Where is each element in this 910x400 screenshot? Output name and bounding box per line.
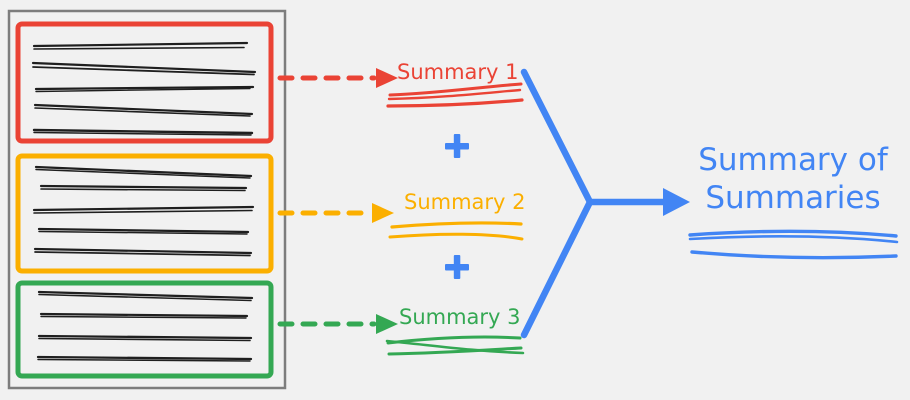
plus-icon-2 (445, 255, 469, 279)
summary-1-label: Summary 1 (397, 60, 519, 84)
plus-icon-1 (445, 134, 469, 158)
arrow-section-red-to-summary-1 (277, 68, 398, 88)
source-document-frame (7, 9, 287, 390)
summary-2-label: Summary 2 (404, 190, 526, 214)
summary-1-underlines (386, 82, 524, 108)
merge-arrow (520, 68, 690, 339)
scribble-lines-green (36, 290, 254, 362)
arrow-section-green-to-summary-3 (277, 314, 398, 334)
arrow-section-orange-to-summary-2 (277, 203, 394, 223)
document-section-green[interactable] (15, 280, 274, 379)
scribble-lines-red (31, 41, 257, 136)
document-section-red[interactable] (15, 21, 274, 144)
summary-2-underlines (388, 221, 524, 241)
final-output-underlines (688, 229, 899, 260)
summary-3-underlines (385, 335, 525, 356)
final-output-line2: Summaries (705, 180, 880, 216)
scribble-lines-orange (32, 165, 255, 257)
final-output-line1: Summary of (698, 142, 889, 178)
document-section-orange[interactable] (15, 153, 274, 274)
summary-3-label: Summary 3 (399, 305, 521, 329)
